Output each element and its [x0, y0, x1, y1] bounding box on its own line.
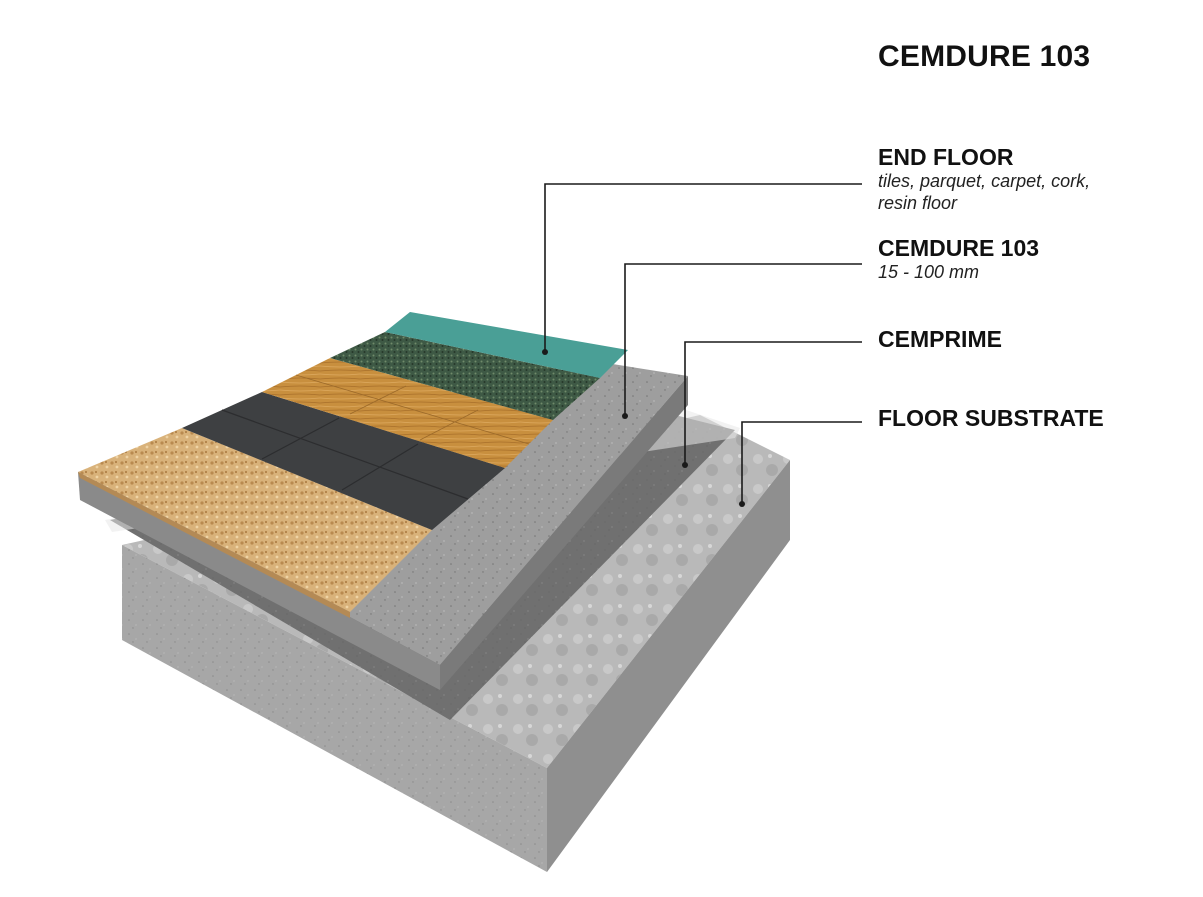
resin-strip-sheen [385, 312, 628, 378]
substrate-side [547, 460, 790, 872]
cork-strip-edge [78, 472, 350, 618]
cork-strip [78, 428, 432, 612]
cemdure-title: CEMDURE 103 [878, 235, 1040, 261]
label-cemprime: CEMPRIME [878, 326, 1002, 352]
cemprime-title: CEMPRIME [878, 326, 1002, 352]
end-floor-desc-line1: tiles, parquet, carpet, cork, [878, 171, 1091, 191]
cemdure-side [440, 376, 688, 690]
parquet-joint [295, 374, 530, 445]
leader-cemprime [684, 341, 862, 465]
label-end-floor: END FLOOR tiles, parquet, carpet, cork, … [878, 144, 1090, 214]
tile-strip [182, 392, 505, 530]
label-cemdure: CEMDURE 103 15 - 100 mm [878, 235, 1039, 283]
end-floor-layer [78, 312, 628, 618]
label-substrate: FLOOR SUBSTRATE [878, 405, 1104, 431]
leader-substrate [741, 421, 862, 504]
end-floor-title: END FLOOR [878, 144, 1014, 170]
carpet-strip [330, 332, 600, 420]
leader-cemdure [624, 263, 862, 416]
end-floor-desc-line2: resin floor [878, 193, 958, 213]
parquet-strip [262, 358, 553, 468]
cemdure-front [78, 472, 440, 690]
leader-dot [682, 462, 688, 468]
cemdure-thickness: 15 - 100 mm [878, 262, 980, 282]
resin-strip [385, 312, 628, 378]
leader-dot [542, 349, 548, 355]
tile-joint [221, 409, 469, 500]
parquet-joint [349, 385, 407, 415]
parquet-joint [419, 409, 479, 441]
leader-lines [544, 183, 862, 504]
leader-end-floor [544, 183, 862, 352]
leader-dot [739, 501, 745, 507]
leader-dots [542, 349, 745, 507]
diagram-title: CEMDURE 103 [878, 40, 1091, 73]
leader-dot [622, 413, 628, 419]
substrate-front-shade [122, 545, 547, 872]
substrate-title: FLOOR SUBSTRATE [878, 405, 1104, 431]
